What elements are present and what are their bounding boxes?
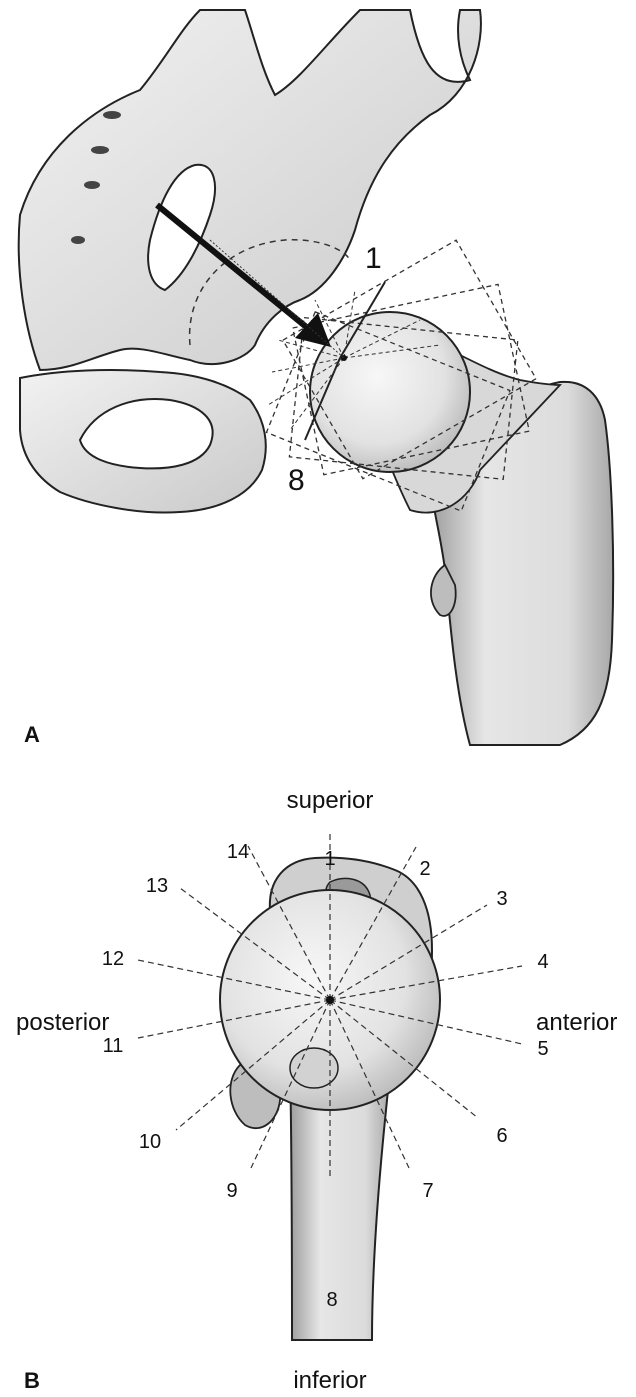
plane-label-8: 8 [288,464,305,497]
plane-number-1: 1 [324,848,335,870]
femoral-head [310,312,470,472]
direction-superior: superior [287,787,374,814]
plane-number-7: 7 [422,1180,433,1202]
fovea-capitis [290,1048,338,1088]
panel-a-illustration: 1 8 [19,10,613,745]
plane-number-12: 12 [102,948,124,970]
panel-a-label: A [24,722,40,747]
plane-number-9: 9 [226,1180,237,1202]
plane-number-4: 4 [537,951,548,973]
plane-number-3: 3 [496,888,507,910]
panel-b-label: B [24,1368,40,1393]
direction-posterior: posterior [16,1009,109,1036]
plane-number-11: 11 [103,1035,124,1057]
direction-inferior: inferior [293,1367,366,1394]
panel-b-illustration: 1 2 3 4 5 6 7 8 9 10 11 12 13 14 [102,832,549,1340]
plane-number-14: 14 [227,841,249,863]
rotation-center-b [326,996,334,1004]
plane-number-10: 10 [139,1131,161,1153]
plane-number-2: 2 [419,858,430,880]
plane-number-8: 8 [326,1289,337,1311]
plane-label-1: 1 [365,242,382,275]
plane-number-5: 5 [537,1038,548,1060]
plane-number-6: 6 [496,1125,507,1147]
plane-number-13: 13 [146,875,168,897]
direction-anterior: anterior [536,1009,617,1036]
